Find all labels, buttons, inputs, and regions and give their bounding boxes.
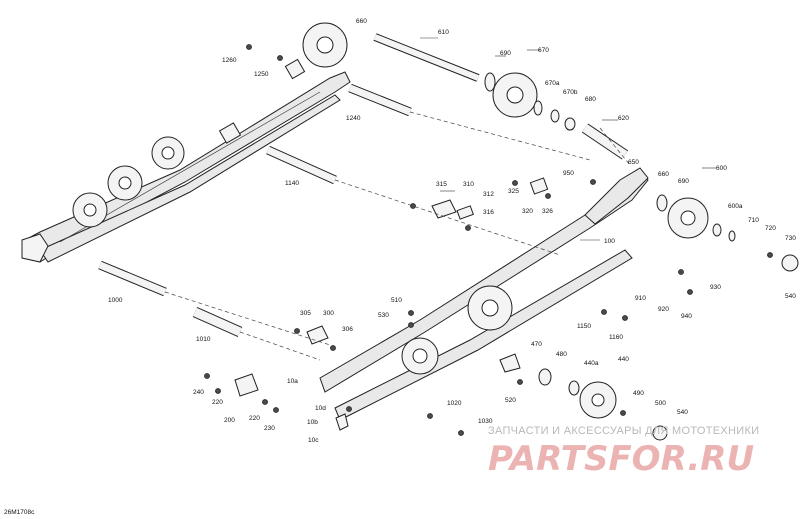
- callout-label: 950: [563, 170, 574, 177]
- callout-label: 610: [438, 29, 449, 36]
- callout-label: 1030: [478, 418, 493, 425]
- leader-lines: [420, 37, 716, 241]
- callout-label: 200: [224, 417, 235, 424]
- right-rail-assembly: [319, 167, 649, 431]
- callout-label: 510: [391, 297, 402, 304]
- callout-label: 540: [785, 293, 796, 300]
- callout-label: 730: [785, 235, 796, 242]
- callout-label: 680: [585, 96, 596, 103]
- callout-label: 10b: [307, 419, 318, 426]
- callout-label: 1140: [285, 180, 299, 187]
- callout-label: 220: [212, 399, 223, 406]
- callout-label: 1240: [346, 115, 361, 122]
- callout-label: 1020: [447, 400, 462, 407]
- callout-label: 1010: [196, 336, 211, 343]
- callout-label: 500: [655, 400, 666, 407]
- assembly-lines: [164, 111, 631, 361]
- callout-label: 440: [618, 356, 629, 363]
- callout-label: 620: [618, 115, 629, 122]
- hardware: [204, 44, 773, 436]
- callout-label: 10c: [308, 437, 319, 444]
- callout-label: 306: [342, 326, 353, 333]
- callout-label: 240: [193, 389, 204, 396]
- callout-label: 490: [633, 390, 644, 397]
- callout-label: 325: [508, 188, 519, 195]
- callout-label: 1260: [222, 57, 237, 64]
- callout-label: 690: [678, 178, 689, 185]
- callout-label: 220: [249, 415, 260, 422]
- callout-label: 326: [542, 208, 553, 215]
- idler-wheels: [484, 72, 799, 441]
- callout-label: 670b: [563, 89, 578, 96]
- callout-label: 710: [748, 217, 759, 224]
- callout-label: 312: [483, 191, 494, 198]
- callout-label: 300: [323, 310, 334, 317]
- callout-label: 530: [378, 312, 389, 319]
- callout-label: 660: [356, 18, 367, 25]
- callout-label: 480: [556, 351, 567, 358]
- watermark: ЗАПЧАСТИ И АКСЕССУАРЫ ДЛЯ МОТОТЕХНИКИ PA…: [488, 425, 759, 479]
- callout-label: 10d: [315, 405, 326, 412]
- callout-label: 920: [658, 306, 669, 313]
- callout-label: 315: [436, 181, 447, 188]
- callout-label: 940: [681, 313, 692, 320]
- callout-label: 1000: [108, 297, 123, 304]
- callout-label: 305: [300, 310, 311, 317]
- callout-label: 320: [522, 208, 533, 215]
- callout-label: 1150: [577, 323, 591, 330]
- callout-label: 310: [463, 181, 474, 188]
- shafts: [98, 33, 629, 338]
- callout-label: 910: [635, 295, 646, 302]
- callout-label: 930: [710, 284, 721, 291]
- callout-label: 660: [658, 171, 669, 178]
- callout-label: 600: [716, 165, 727, 172]
- callout-label: 720: [765, 225, 776, 232]
- callout-label: 600a: [728, 203, 743, 210]
- callout-label: 230: [264, 425, 275, 432]
- callout-label: 100: [604, 238, 615, 245]
- callout-label: 650: [628, 159, 639, 166]
- callout-label: 520: [505, 397, 516, 404]
- left-rail-assembly: [21, 22, 351, 263]
- callout-label: 470: [531, 341, 542, 348]
- left-rail-wheels: [72, 22, 348, 228]
- callout-label: 670a: [545, 80, 560, 87]
- callout-label: 1160: [609, 334, 623, 341]
- callout-label: 316: [483, 209, 494, 216]
- callout-labels: 1260 1250 660 610 690 670 670a 670b 680 …: [108, 18, 796, 444]
- callout-label: 690: [500, 50, 511, 57]
- watermark-logo: PARTSFOR.RU: [488, 439, 754, 479]
- callout-label: 440a: [584, 360, 599, 367]
- callout-label: 10a: [287, 378, 298, 385]
- callout-label: 540: [677, 409, 688, 416]
- callout-label: 1250: [254, 71, 269, 78]
- reference-code: 26M1708c: [4, 509, 35, 516]
- watermark-tagline: ЗАПЧАСТИ И АКСЕССУАРЫ ДЛЯ МОТОТЕХНИКИ: [488, 425, 759, 437]
- callout-label: 670: [538, 47, 549, 54]
